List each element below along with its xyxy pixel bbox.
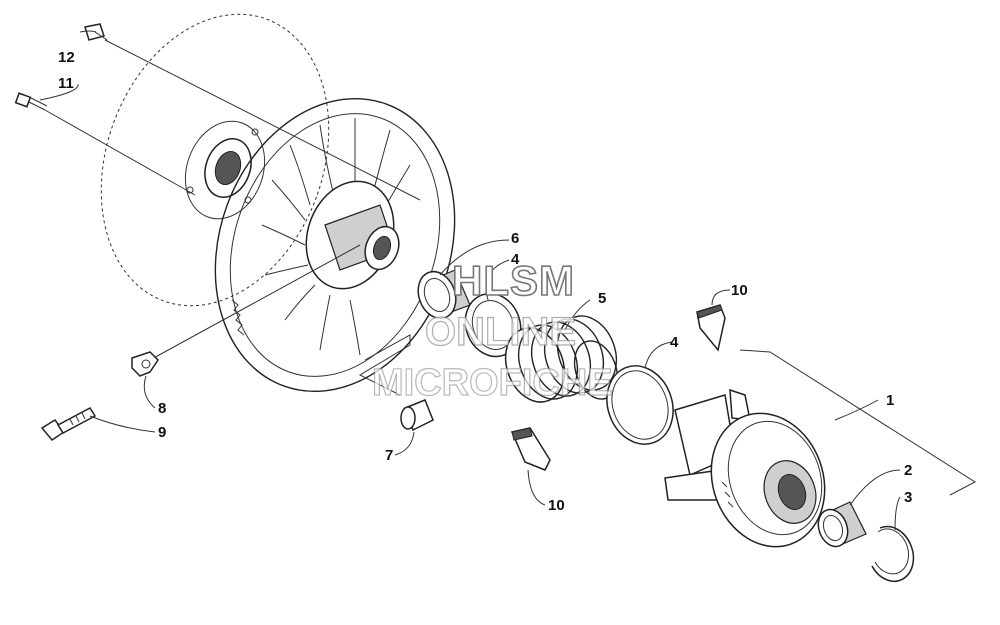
part-3-snap-ring bbox=[871, 525, 915, 582]
part-4-ring-b bbox=[606, 365, 674, 445]
callout-11: 11 bbox=[58, 75, 74, 92]
watermark-line-2: ONLINE bbox=[425, 310, 576, 354]
part-10-shoe-b bbox=[510, 427, 551, 471]
callout-8: 8 bbox=[158, 400, 166, 417]
callout-3: 3 bbox=[904, 489, 912, 506]
callout-10: 10 bbox=[548, 497, 565, 514]
part-5-spring bbox=[504, 315, 619, 403]
callout-10: 10 bbox=[731, 282, 748, 299]
callout-leaders bbox=[39, 30, 901, 531]
callout-4: 4 bbox=[670, 334, 679, 351]
callout-labels: 12 11 6 4 5 10 4 1 8 9 7 10 2 3 bbox=[58, 49, 912, 514]
callout-2: 2 bbox=[904, 462, 912, 479]
part-8-clip bbox=[131, 351, 159, 377]
part-1-cam bbox=[664, 388, 826, 548]
part-7-roller bbox=[400, 399, 434, 432]
watermark-line-3: MICROFICHE bbox=[372, 362, 613, 404]
callout-9: 9 bbox=[158, 424, 166, 441]
watermark: HLSM ONLINE MICROFICHE bbox=[371, 256, 613, 404]
part-11-screw bbox=[14, 92, 48, 111]
callout-12: 12 bbox=[58, 49, 75, 66]
callout-7: 7 bbox=[385, 447, 393, 464]
callout-1: 1 bbox=[886, 392, 894, 409]
part-10-shoe-a bbox=[696, 304, 726, 352]
watermark-line-1: HLSM bbox=[452, 257, 575, 304]
callout-5: 5 bbox=[598, 290, 606, 307]
part-4-washer-a bbox=[464, 292, 522, 358]
assembly-lines bbox=[44, 39, 977, 496]
part-2-bushing bbox=[817, 501, 867, 548]
callout-4: 4 bbox=[511, 251, 520, 268]
part-6-bushing bbox=[417, 269, 471, 320]
part-9-bolt bbox=[40, 407, 97, 441]
rear-sheave-outline bbox=[100, 13, 330, 307]
callout-6: 6 bbox=[511, 230, 519, 247]
